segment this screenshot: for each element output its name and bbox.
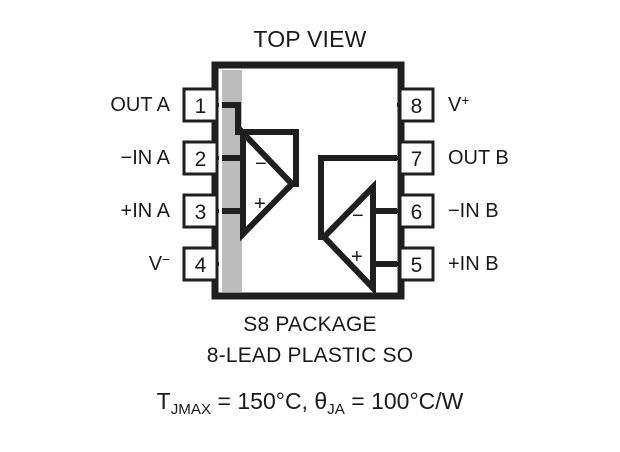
pin-box-1[interactable] [182,87,219,123]
amp-b-inverting-sign: − [352,205,364,227]
pin-label-v-plus-text: V [448,94,462,116]
pin-box-2[interactable] [182,140,219,176]
amp-b-noninverting-sign: + [351,246,363,268]
amp-a-triangle [240,125,297,242]
pin-label-out-b-text: OUT B [448,147,509,169]
pin-label-inv-in-a-text: −IN A [120,147,170,169]
pin-label-inv-in-a: −IN A [40,148,170,168]
pin-box-8[interactable] [398,87,435,123]
pin-number-5: 5 [410,254,423,277]
tjmax-value: = 150°C, [211,388,315,414]
pin-label-out-b: OUT B [448,148,608,168]
pin-box-4[interactable] [182,246,219,282]
diagram-title: TOP VIEW [253,26,367,52]
thermal-spec: TJMAX = 150°C, θJA = 100°C/W [0,388,620,417]
theta-ja-value: = 100°C/W [344,388,464,414]
pin-number-3: 3 [194,201,207,224]
pin-box-7[interactable] [398,140,435,176]
pin-boxes-right [398,87,435,282]
amp-a-inverting-sign: − [255,153,267,175]
pin-label-noninv-in-b: +IN B [448,254,608,274]
pin-number-1: 1 [194,95,207,118]
pin-label-inv-in-b: −IN B [448,201,608,221]
pin-number-2: 2 [194,148,207,171]
pin-boxes-left [182,87,219,282]
pin-label-noninv-in-a: +IN A [40,201,170,221]
pin-label-v-minus: V− [40,252,170,275]
package-description-line: 8-LEAD PLASTIC SO [206,344,414,367]
pin-label-v-minus-sup: − [162,252,170,268]
pin-label-noninv-in-a-text: +IN A [120,200,170,222]
package-name-line: S8 PACKAGE [243,313,377,336]
pin-label-v-minus-text: V [148,253,163,275]
pin-number-6: 6 [410,201,423,224]
pin-label-v-plus-sup: + [461,93,470,109]
tjmax-subscript: JMAX [170,400,212,418]
package-body-outline [211,61,405,300]
pin-number-7: 7 [410,148,423,171]
pin-label-inv-in-b-text: −IN B [448,200,499,222]
pin-label-v-plus: V+ [448,93,608,116]
pin-number-4: 4 [194,254,207,277]
pin-box-5[interactable] [398,246,435,282]
tjmax-symbol: T [156,388,171,414]
pin-label-noninv-in-b-text: +IN B [448,253,499,275]
theta-ja-symbol: θ [314,388,328,414]
amp-a-noninverting-sign: + [254,193,266,215]
theta-ja-subscript: JA [327,400,345,418]
amp-b-triangle [319,179,376,296]
pin-box-6[interactable] [398,193,435,229]
pin-number-8: 8 [410,95,423,118]
pin-label-out-a-text: OUT A [110,94,170,116]
pin-label-out-a: OUT A [40,95,170,115]
pin-box-3[interactable] [182,193,219,229]
